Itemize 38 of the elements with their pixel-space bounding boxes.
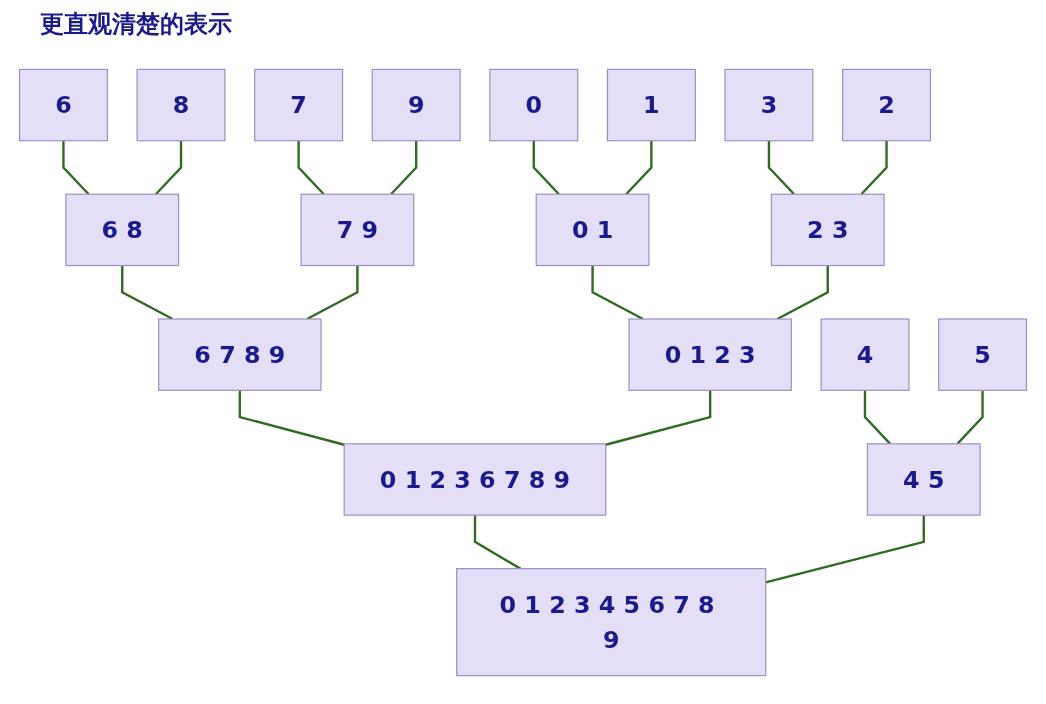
connector: [956, 390, 984, 445]
connector: [62, 140, 90, 195]
node-box: 0: [489, 68, 579, 142]
connector: [860, 140, 888, 195]
connector: [625, 140, 653, 195]
connector: [473, 515, 521, 570]
node-box: 0 1: [535, 193, 650, 267]
connector: [765, 515, 925, 584]
node-box: 4 5: [866, 443, 981, 516]
node-box: 6: [18, 68, 108, 142]
node-box: 2 3: [770, 193, 885, 267]
connector: [776, 265, 829, 321]
node-box: 7: [254, 68, 344, 142]
connector: [121, 265, 174, 321]
node-box: 4: [820, 318, 910, 391]
connector: [863, 390, 892, 445]
connector: [306, 265, 359, 321]
node-box: 5: [938, 318, 1028, 391]
node-box: 8: [136, 68, 226, 142]
title: 更直观清楚的表示: [40, 8, 232, 40]
node-box: 1: [606, 68, 696, 142]
connector: [390, 140, 418, 195]
node-box: 0 1 2 3: [628, 318, 792, 391]
connector: [532, 140, 560, 195]
connector: [767, 140, 795, 195]
connector: [238, 390, 345, 446]
node-box: 7 9: [300, 193, 415, 267]
node-box: 2: [842, 68, 932, 142]
node-box: 9: [371, 68, 461, 142]
node-box: 0 1 2 3 6 7 8 9: [343, 443, 607, 516]
connector: [154, 140, 183, 195]
node-box: 6 8: [65, 193, 180, 267]
connector: [591, 265, 644, 321]
node-box: 6 7 8 9: [158, 318, 322, 391]
node-box: 3: [724, 68, 814, 142]
node-box: 0 1 2 3 4 5 6 7 8 9: [456, 568, 767, 677]
connector: [297, 140, 325, 195]
connector: [605, 390, 712, 446]
